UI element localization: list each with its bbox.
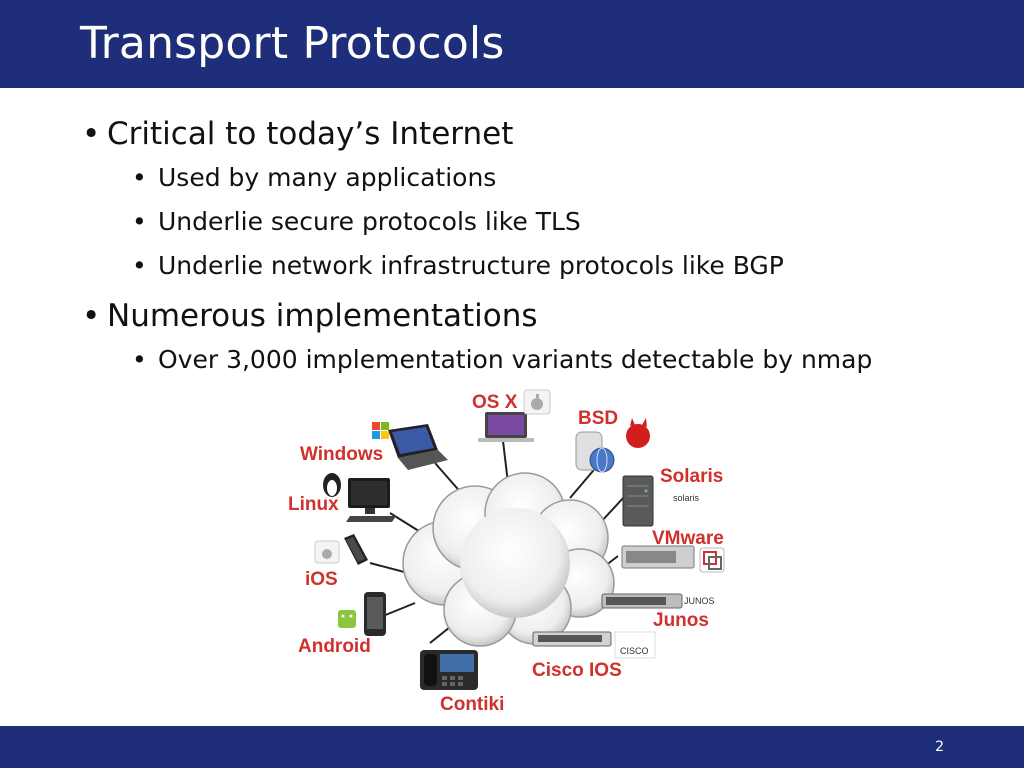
title-bar: Transport Protocols [0,0,1024,88]
bsd-server-icon [575,431,615,473]
bullet-critical-internet: Critical to today’s Internet [82,112,982,156]
cloud-icon [402,472,615,647]
vmware-server-icon [621,545,695,569]
label-bsd: BSD [578,408,618,429]
label-windows: Windows [300,444,383,465]
label-osx: OS X [472,392,518,413]
sub-bullet-applications: Used by many applications [82,156,982,200]
label-contiki: Contiki [440,694,504,715]
cisco-logo-icon: CISCO [614,631,656,659]
label-linux: Linux [288,494,339,515]
cisco-switch-icon [532,631,612,647]
label-android: Android [298,636,371,657]
android-logo-icon [338,610,356,628]
cisco-logo-text: CISCO [620,646,649,656]
macbook-icon [478,412,534,442]
page-number: 2 [935,739,944,755]
junos-router-icon [601,593,683,609]
label-solaris: Solaris [660,466,723,487]
solaris-server-icon [622,475,654,527]
windows-logo-icon [372,422,389,439]
sub-bullet-tls: Underlie secure protocols like TLS [82,200,982,244]
sub-bullet-bgp: Underlie network infrastructure protocol… [82,244,982,288]
bsd-daemon-icon [626,418,650,448]
junos-logo-text: JUNOS [684,596,715,606]
vmware-logo-icon [699,547,725,573]
sub-bullet-nmap: Over 3,000 implementation variants detec… [82,338,982,382]
label-cisco-ios: Cisco IOS [532,660,622,681]
network-diagram: OS X BSD Windows Solaris solaris [287,389,725,717]
label-junos: Junos [653,610,709,631]
windows-laptop-icon [388,424,448,470]
ip-phone-icon [420,650,478,690]
iphone-icon [344,534,368,565]
linux-desktop-icon [346,478,396,522]
slide-title: Transport Protocols [80,18,505,69]
footer-bar: 2 [0,726,1024,768]
apple-logo-icon [523,389,551,415]
bullet-list: Critical to today’s Internet Used by man… [82,112,982,382]
ios-apple-logo-icon [314,540,340,564]
solaris-logo-text: solaris [673,493,700,503]
bullet-implementations: Numerous implementations [82,294,982,338]
android-phone-icon [364,592,386,636]
label-ios: iOS [305,569,338,590]
linux-tux-icon [323,473,341,500]
